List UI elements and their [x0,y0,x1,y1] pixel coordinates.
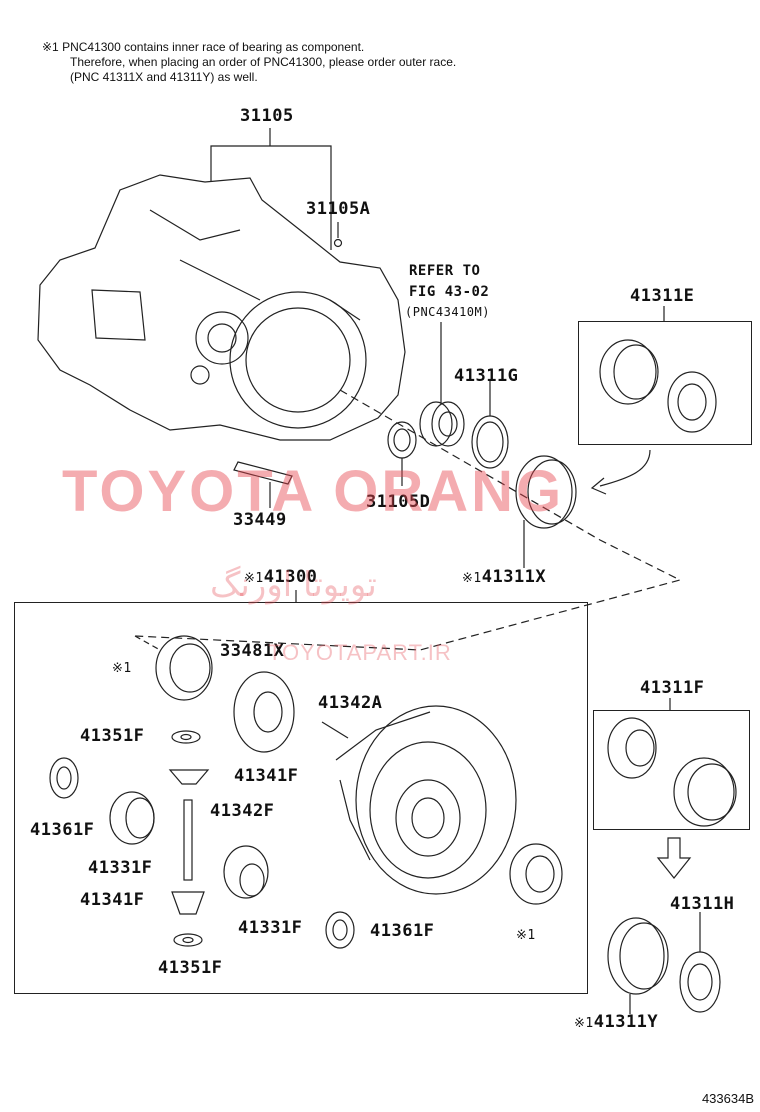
label-41300[interactable]: ※141300 [244,567,317,587]
label-41351F-b[interactable]: 41351F [158,958,223,978]
note-line-2: Therefore, when placing an order of PNC4… [70,55,457,69]
transaxle-housing [37,174,406,441]
label-41311E[interactable]: 41311E [630,286,695,306]
label-33449[interactable]: 33449 [233,510,287,530]
label-41361F-b[interactable]: 41361F [370,921,435,941]
differential-assembly [49,635,563,949]
watermark-url: TOYOTAPART.IR [268,640,452,665]
axis-dashed [134,389,682,651]
label-41341F-b[interactable]: 41341F [80,890,145,910]
label-31105D[interactable]: 31105D [366,492,431,512]
arrow-down-icon [656,837,692,879]
component-note: ※1 PNC41300 contains inner race of beari… [42,40,456,85]
leader-31105 [210,145,332,250]
refer-line-2[interactable]: FIG 43-02 [409,284,490,300]
label-41311Y-text: 41311Y [593,1012,659,1032]
label-41311X-text: 41311X [481,567,547,587]
label-41311F[interactable]: 41311F [640,678,705,698]
figure-code: 433634B [701,1091,754,1106]
label-41342F[interactable]: 41342F [210,801,275,821]
box-41311F [593,710,750,830]
label-33481X[interactable]: 33481X [220,641,285,661]
note-mark: ※1 [462,571,482,586]
note-line-3: (PNC 41311X and 41311Y) as well. [70,70,258,84]
outer-race-41311X [515,455,577,529]
label-41341F-a[interactable]: 41341F [234,766,299,786]
box-41300 [14,602,588,994]
bearing-ref-43-02 [419,401,465,447]
refer-line-1: REFER TO [409,263,481,279]
label-41311G[interactable]: 41311G [454,366,519,386]
outer-race-41311Y [607,917,669,995]
bearing-41311E-set [599,339,717,433]
label-41300-text: 41300 [263,567,318,587]
seal-31105D [387,421,417,459]
label-41361F-a[interactable]: 41361F [30,820,95,840]
label-41342A[interactable]: 41342A [318,693,383,713]
plate-33449 [233,461,293,485]
label-41311Y[interactable]: ※141311Y [574,1012,658,1032]
note-mark: ※1 [244,571,264,586]
shim-41311H [679,951,721,1013]
watermark-persian: تویوتا اورنگ [210,565,377,605]
note-mark: ※1 [112,661,132,676]
label-41311H[interactable]: 41311H [670,894,735,914]
watermark-brand: TOYOTA ORANG [62,459,565,524]
label-41331F-b[interactable]: 41331F [238,918,303,938]
label-31105[interactable]: 31105 [240,106,294,126]
bearing-41311F-set [607,717,737,827]
label-41331F-a[interactable]: 41331F [88,858,153,878]
label-41351F-a[interactable]: 41351F [80,726,145,746]
label-41311X[interactable]: ※141311X [462,567,546,587]
bolt-31105A [333,238,343,248]
note-mark: ※1 [516,928,536,943]
refer-line-3[interactable]: (PNC43410M) [405,305,490,319]
label-31105A[interactable]: 31105A [306,199,371,219]
note-mark: ※1 [574,1016,594,1031]
box-41311E [578,321,752,445]
note-line-1: ※1 PNC41300 contains inner race of beari… [42,40,365,54]
arrow-41311E [599,449,651,487]
